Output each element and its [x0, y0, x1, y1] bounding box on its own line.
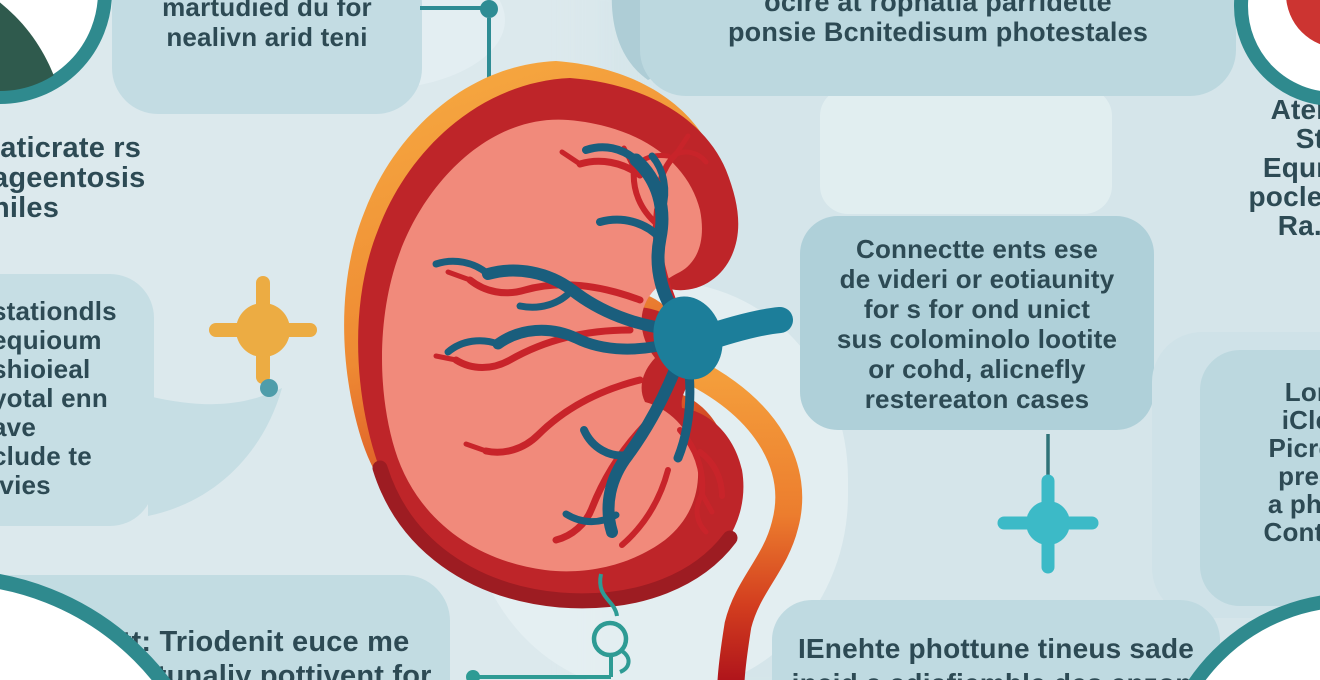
- bubble-left-middle: [0, 274, 154, 526]
- background-panel: [820, 88, 1112, 214]
- bubble-top-left-text: martudied du for nealivn arid teni: [162, 0, 372, 52]
- bubble-bottom-left-text: Att: Triodenit euce me devartunaliy pott…: [78, 626, 432, 680]
- teal-dot-icon: [260, 379, 278, 397]
- bubble-center-right: [800, 216, 1154, 430]
- bubble-bottom-right-text: IEnehte phottune tineus sade incid a adi…: [792, 633, 1201, 680]
- bubble-center-right-text: Connectte ents ese de videri or eotiauni…: [836, 234, 1118, 414]
- bubble-left-middle-text: stationdls equioum shioieal yotal enn av…: [0, 296, 117, 500]
- bubble-bottom-right: [772, 600, 1220, 680]
- bubble-lower-right: [1200, 350, 1320, 606]
- bubble-top-right-text: ocire at rophatia parridette ponsie Bcni…: [727, 0, 1149, 47]
- floating-text-upper-right: Atemi St Equme poclesch Ra.C: [1248, 94, 1320, 241]
- floating-text-upper-left: laticrate rs ageentosis niles: [0, 132, 146, 224]
- orange-medical-cross-icon: [209, 276, 317, 384]
